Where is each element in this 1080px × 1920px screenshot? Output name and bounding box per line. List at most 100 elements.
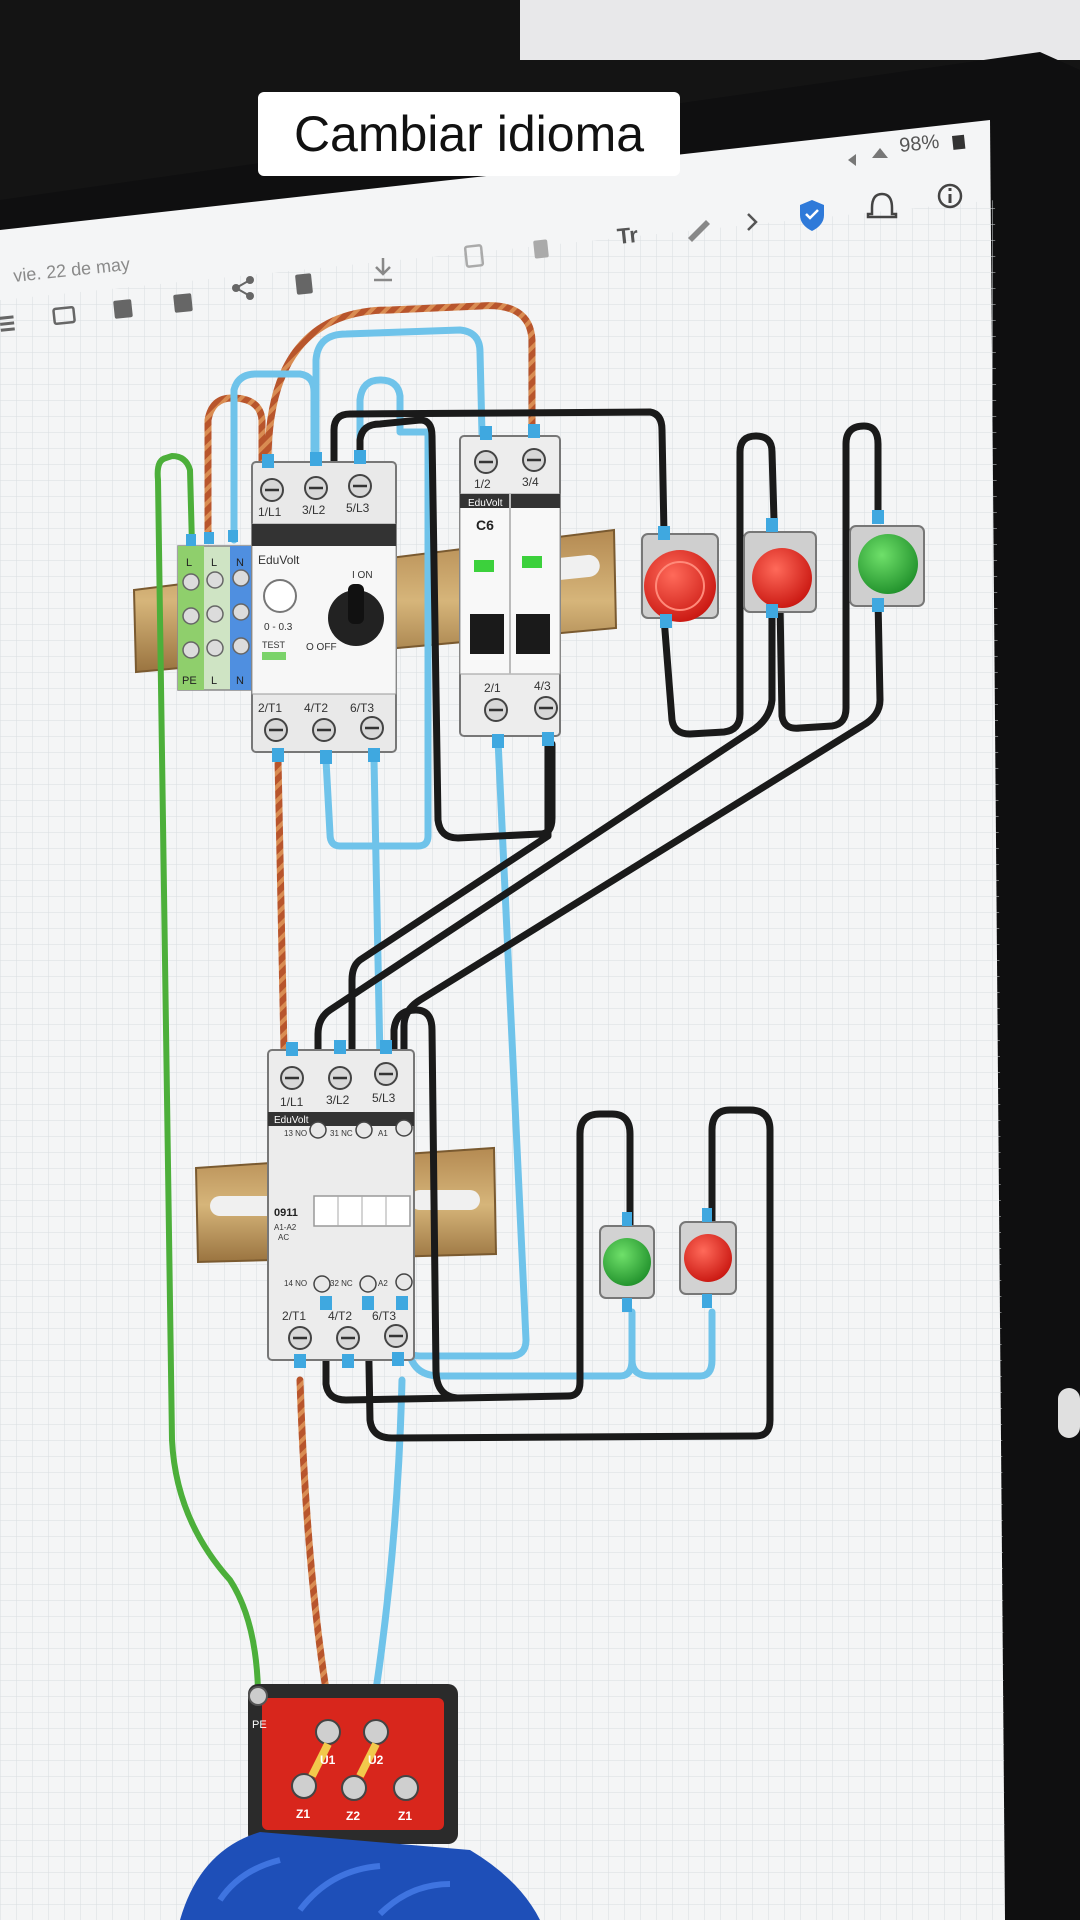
svg-text:3/L2: 3/L2 [326,1093,350,1107]
svg-text:L: L [186,557,192,569]
svg-text:4/T2: 4/T2 [328,1309,352,1323]
export-icon[interactable] [295,273,313,295]
control-wire-diag-1 [348,740,552,1078]
status-battery: 98% [898,131,940,157]
control-wire-bottom-2 [364,1106,774,1442]
motor-protector[interactable]: EduVolt 1/L1 3/L2 5/L3 0 - 0.3 TEST I ON… [251,461,397,753]
terminal-block: L L N PE L N [177,545,253,691]
mute-icon [848,154,856,166]
control-wire-button-loop-1 [660,432,778,738]
copy-icon[interactable] [463,244,485,268]
contactor-model: 0911 [274,1207,298,1219]
neutral-wire-2 [312,326,486,466]
svg-text:Z1: Z1 [398,1809,412,1823]
green-push-button[interactable] [849,525,925,607]
svg-text:1/2: 1/2 [474,477,491,491]
svg-text:31 NC: 31 NC [330,1129,353,1138]
terminal-labels: L L N PE L N [182,557,244,687]
svg-text:N: N [236,557,244,569]
phase-wire-protector-to-contactor [274,756,288,1054]
svg-text:1/L1: 1/L1 [280,1095,304,1109]
svg-text:Z2: Z2 [346,1809,360,1823]
svg-text:14 NO: 14 NO [284,1279,307,1288]
test-label: TEST [262,640,286,650]
svg-text:3/4: 3/4 [522,475,539,489]
contactor-coil-type: AC [278,1233,289,1242]
wifi-icon [872,148,888,158]
control-wire-1 [330,408,668,538]
contactor-coil: A1-A2 [274,1223,297,1232]
motor-terminal-box[interactable]: PE U1 U2 Z1 Z2 Z1 [248,1684,458,1844]
wiring [154,302,884,1694]
earth-wire [154,453,261,1693]
svg-text:Z1: Z1 [296,1807,310,1821]
svg-text:6/T3: 6/T3 [350,701,374,715]
on-label: I ON [352,570,373,581]
range-label: 0 - 0.3 [264,622,293,633]
contactor-brand: EduVolt [274,1115,309,1126]
neutral-wire-to-motor [372,1376,406,1694]
pencil-icon[interactable] [688,220,710,242]
save-icon[interactable] [113,299,133,319]
neutral-wire-4 [370,756,384,1064]
share-icon[interactable] [232,276,254,300]
folder-icon[interactable] [52,305,76,326]
svg-text:13 NO: 13 NO [284,1129,307,1138]
svg-text:U2: U2 [368,1753,384,1767]
video-caption: Cambiar idioma [258,92,680,176]
svg-text:5/L3: 5/L3 [372,1091,396,1105]
bell-icon[interactable] [866,192,898,219]
svg-text:2/T1: 2/T1 [282,1309,306,1323]
breaker-toggle-1[interactable] [470,614,504,654]
svg-text:4/T2: 4/T2 [304,701,328,715]
control-wire-aux-loop [390,1006,464,1402]
green-indicator-lamp [599,1225,655,1299]
info-icon[interactable] [937,183,963,209]
svg-text:L: L [211,557,217,569]
save-as-icon[interactable] [173,293,193,313]
motor-pe-label: PE [252,1719,267,1731]
breaker-rating: C6 [476,517,494,533]
svg-text:5/L3: 5/L3 [346,501,370,515]
status-bar: 98% [848,131,966,166]
control-wire-button-loop-2 [776,422,882,732]
svg-text:32 NC: 32 NC [330,1279,353,1288]
contactor[interactable]: EduVolt 1/L1 3/L2 5/L3 13 NO 31 NC A1 14… [267,1049,415,1361]
phase-wire-top [264,302,536,466]
svg-text:PE: PE [182,675,197,687]
breaker-indicator-1 [474,560,494,572]
red-indicator-lamp [679,1221,737,1295]
menu-icon[interactable] [0,315,15,332]
delete-icon[interactable] [533,239,549,259]
text-icon[interactable]: Tr [616,222,640,249]
breaker-indicator-2 [522,556,542,568]
red-push-button[interactable] [743,531,817,613]
breaker-toggle-2[interactable] [516,614,550,654]
svg-text:A2: A2 [378,1279,388,1288]
side-handle[interactable] [1058,1388,1080,1438]
svg-text:6/T3: 6/T3 [372,1309,396,1323]
svg-text:1/L1: 1/L1 [258,505,282,519]
svg-text:U1: U1 [320,1753,336,1767]
phase-wire-to-motor [296,1376,330,1694]
control-wire-diag-2 [314,604,776,1078]
wire-ferrules [186,424,884,1368]
svg-text:3/L2: 3/L2 [302,503,326,517]
circuit-breaker[interactable]: EduVolt C6 1/2 3/4 2/1 4/3 [459,435,561,737]
svg-text:L: L [211,675,217,687]
control-wire-bottom-1 [322,1110,634,1404]
off-label: O OFF [306,642,337,653]
breaker-brand: EduVolt [468,498,503,509]
range-dial[interactable] [263,579,297,613]
svg-text:N: N [236,675,244,687]
svg-text:4/3: 4/3 [534,679,551,693]
svg-text:A1: A1 [378,1129,388,1138]
download-icon[interactable] [374,258,392,282]
neutral-wire-3 [322,376,432,850]
electric-motor [180,1832,540,1920]
svg-text:2/T1: 2/T1 [258,701,282,715]
arrow-icon[interactable] [747,213,758,231]
control-wire-diag-3 [400,596,884,1078]
emergency-stop-button[interactable] [641,533,719,622]
